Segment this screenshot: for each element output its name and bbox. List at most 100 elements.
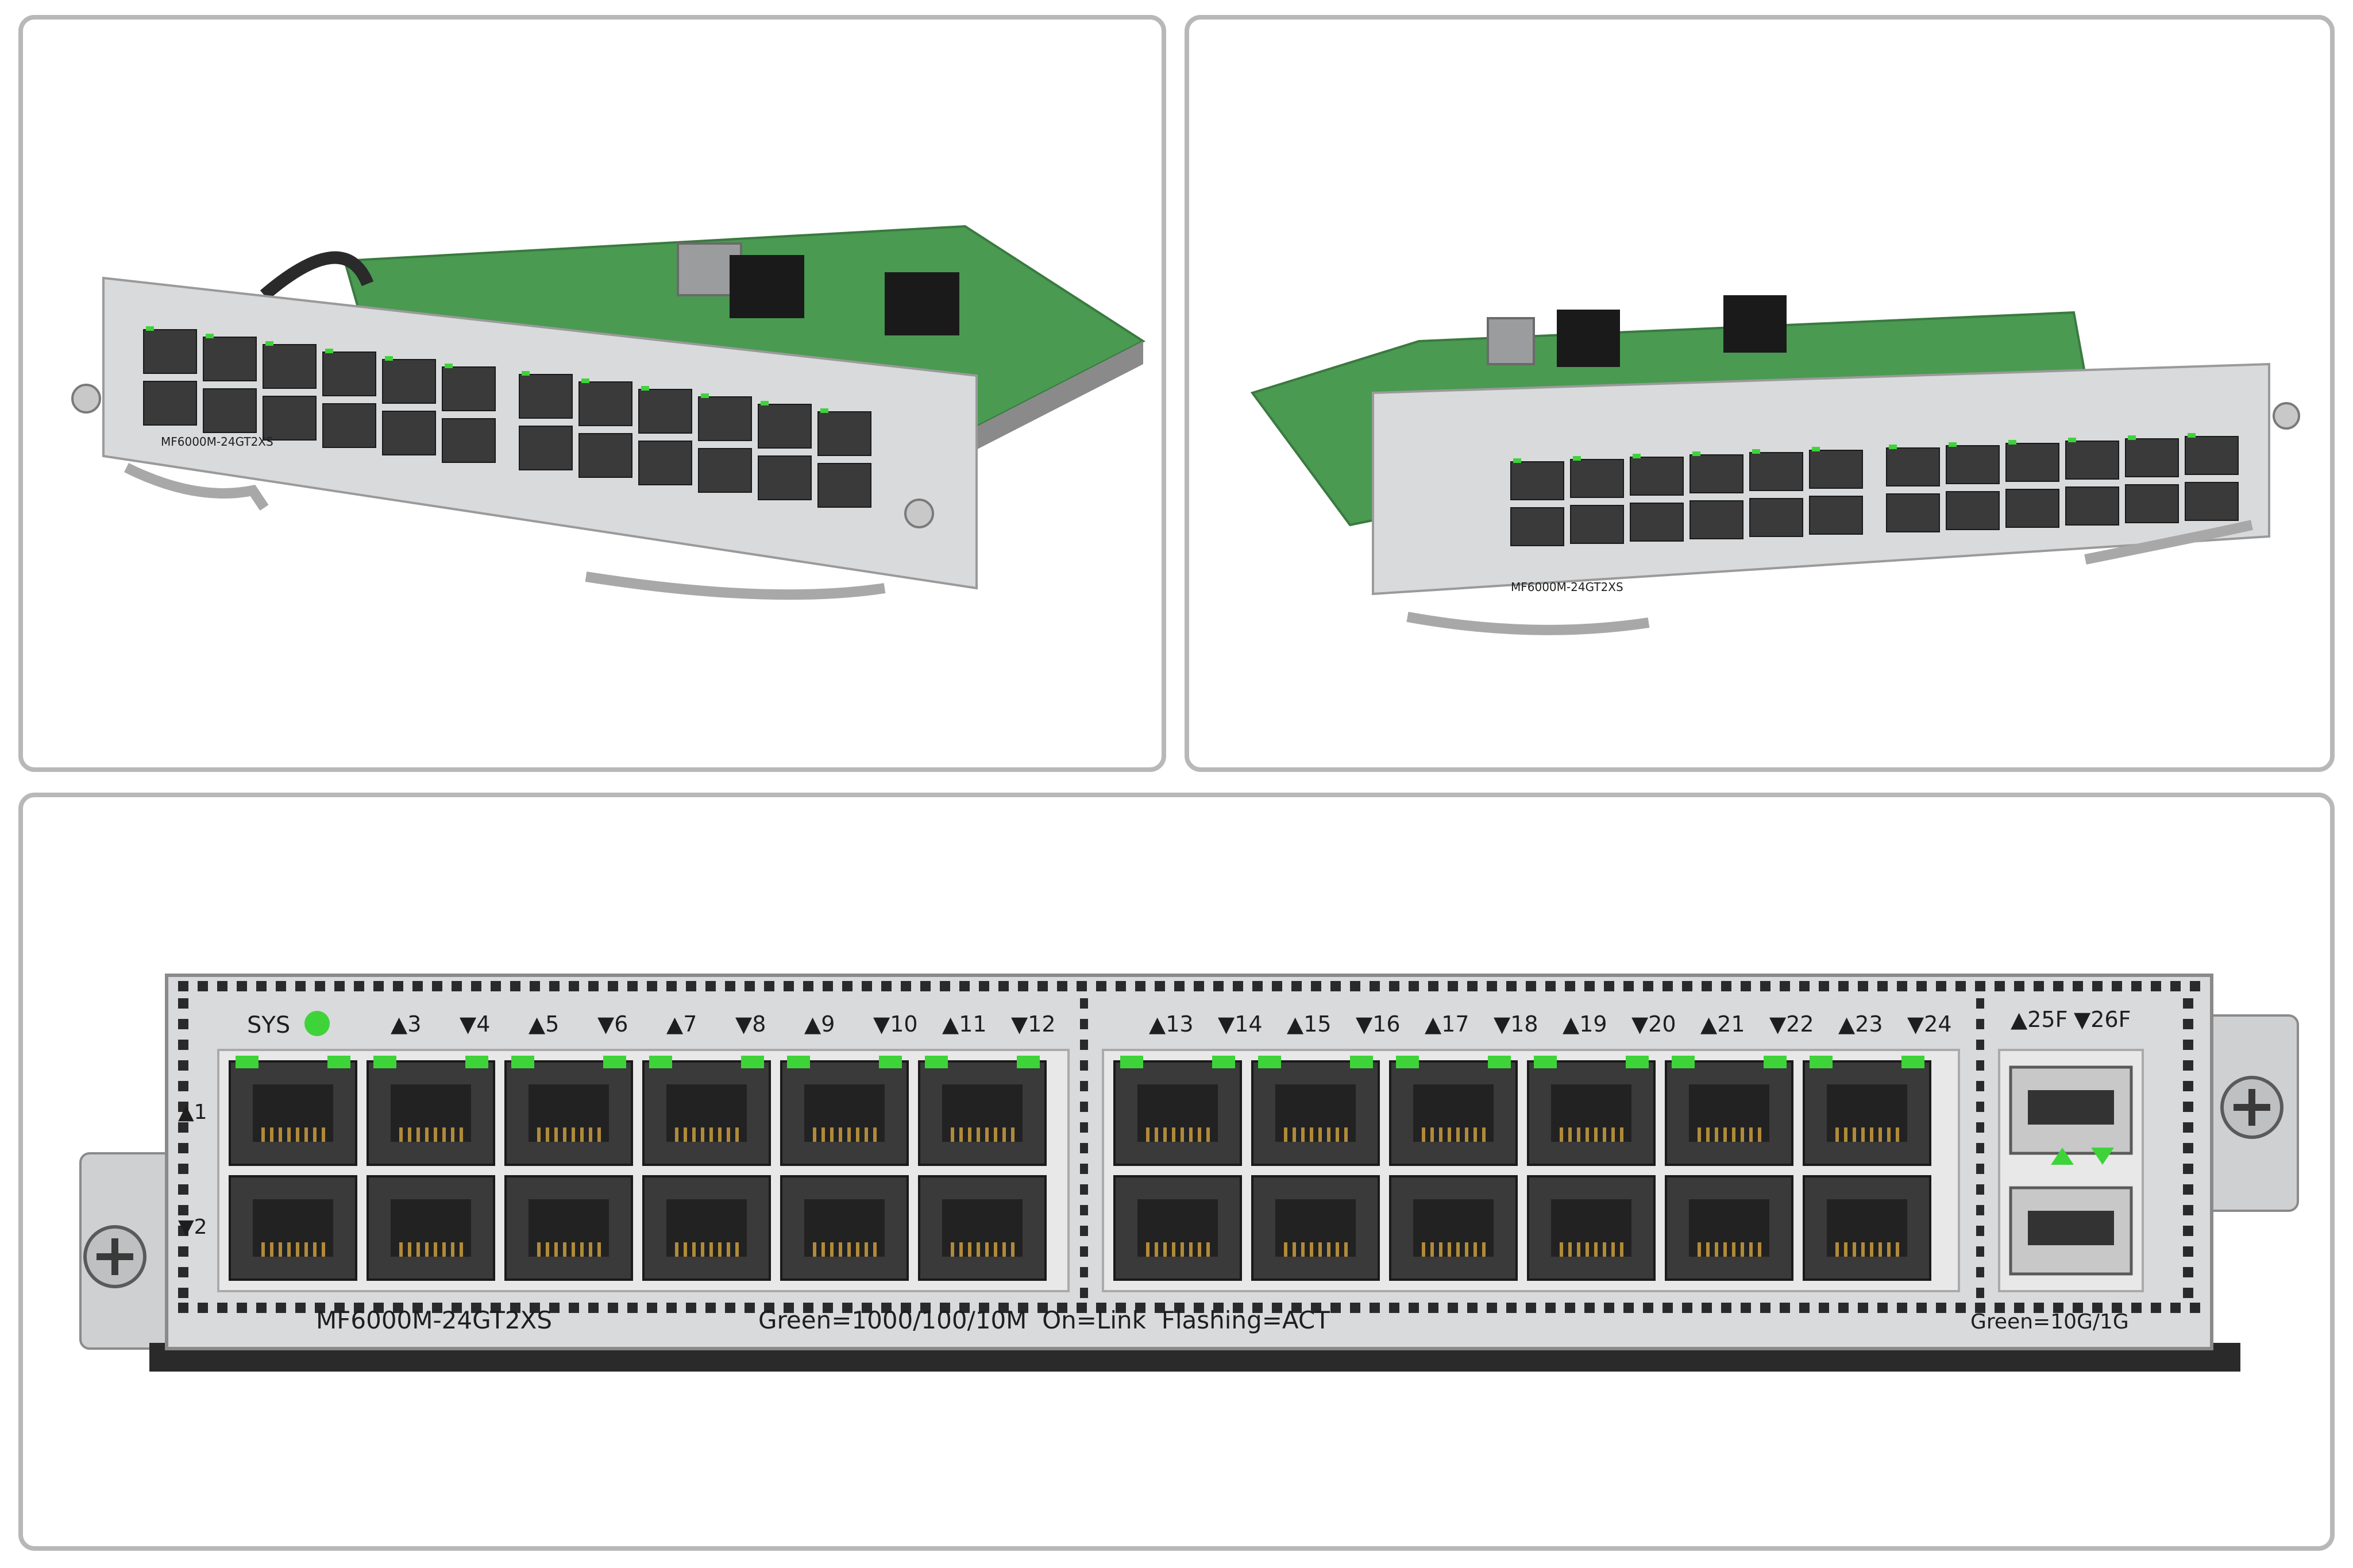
rj45-port[interactable] bbox=[780, 1056, 909, 1166]
rj45-port[interactable] bbox=[1809, 447, 1863, 489]
port-led bbox=[385, 356, 393, 361]
port-led bbox=[1692, 451, 1700, 456]
port-number-label: ▲17 bbox=[1425, 1011, 1469, 1037]
rj45-port[interactable] bbox=[642, 1056, 771, 1166]
rj45-port[interactable] bbox=[1665, 1056, 1793, 1166]
rj45-port[interactable] bbox=[2125, 484, 2179, 523]
port-number-label: ▲21 bbox=[1700, 1011, 1745, 1037]
rj45-port[interactable] bbox=[698, 393, 752, 441]
rj45-port[interactable] bbox=[1527, 1175, 1656, 1281]
rj45-port[interactable] bbox=[322, 349, 376, 396]
rj45-port[interactable] bbox=[817, 408, 871, 456]
rj45-port[interactable] bbox=[1570, 505, 1624, 544]
rj45-port[interactable] bbox=[1946, 442, 2000, 484]
rj45-port[interactable] bbox=[1886, 493, 1940, 532]
rj45-port[interactable] bbox=[203, 388, 257, 433]
rj45-port[interactable] bbox=[143, 326, 197, 374]
rj45-port[interactable] bbox=[519, 426, 573, 470]
sys-led bbox=[304, 1011, 330, 1036]
port-number-label: ▼8 bbox=[735, 1011, 766, 1037]
rj45-port[interactable] bbox=[1510, 507, 1564, 546]
sfp-ports bbox=[2009, 1065, 2133, 1276]
rj45-port[interactable] bbox=[504, 1175, 633, 1281]
rj45-port[interactable] bbox=[758, 455, 812, 500]
rj45-port[interactable] bbox=[143, 381, 197, 426]
rj45-port[interactable] bbox=[442, 364, 496, 411]
sfp-port[interactable] bbox=[2009, 1186, 2133, 1276]
rj45-port[interactable] bbox=[1749, 498, 1803, 537]
rj45-port[interactable] bbox=[1510, 458, 1564, 500]
rj45-port[interactable] bbox=[2005, 440, 2059, 482]
rj45-port[interactable] bbox=[1251, 1056, 1380, 1166]
rj45-port[interactable] bbox=[817, 463, 871, 508]
rj45-port[interactable] bbox=[1113, 1056, 1242, 1166]
rj45-port[interactable] bbox=[1630, 503, 1684, 542]
rj45-port[interactable] bbox=[382, 356, 436, 404]
rj45-port[interactable] bbox=[1886, 445, 1940, 486]
rj45-port[interactable] bbox=[2065, 486, 2119, 526]
rj45-port[interactable] bbox=[504, 1056, 633, 1166]
rj45-port[interactable] bbox=[367, 1056, 495, 1166]
port-number-label: ▲23 bbox=[1838, 1011, 1883, 1037]
port-led bbox=[1396, 1056, 1419, 1068]
rj45-port[interactable] bbox=[638, 386, 692, 434]
rj45-port[interactable] bbox=[1946, 491, 2000, 530]
power-connector bbox=[1487, 317, 1535, 365]
rj45-port[interactable] bbox=[322, 403, 376, 448]
rj45-port[interactable] bbox=[263, 396, 317, 441]
rj45-port[interactable] bbox=[578, 433, 632, 478]
port-led bbox=[1212, 1056, 1235, 1068]
rj45-port[interactable] bbox=[2005, 489, 2059, 528]
rj45-port[interactable] bbox=[367, 1175, 495, 1281]
rj45-port[interactable] bbox=[2065, 438, 2119, 480]
sfp-port[interactable] bbox=[2009, 1065, 2133, 1155]
rj45-port[interactable] bbox=[1389, 1056, 1518, 1166]
rj45-port[interactable] bbox=[203, 334, 257, 381]
rj45-port[interactable] bbox=[1251, 1175, 1380, 1281]
rj45-port[interactable] bbox=[578, 379, 632, 426]
rj45-port[interactable] bbox=[1570, 456, 1624, 498]
rj45-port[interactable] bbox=[1809, 496, 1863, 535]
rj45-port[interactable] bbox=[758, 401, 812, 449]
thumb-screw-left bbox=[83, 1225, 146, 1288]
rj45-port[interactable] bbox=[780, 1175, 909, 1281]
rj45-port[interactable] bbox=[698, 448, 752, 493]
thumb-screw-right bbox=[904, 499, 934, 528]
rj45-port[interactable] bbox=[229, 1056, 357, 1166]
rj45-port[interactable] bbox=[442, 418, 496, 463]
port-led bbox=[2128, 435, 2136, 440]
rj45-port[interactable] bbox=[638, 441, 692, 485]
rj45-port[interactable] bbox=[1689, 451, 1743, 493]
port-led bbox=[265, 341, 273, 346]
rj45-port[interactable] bbox=[1749, 449, 1803, 491]
rj45-port[interactable] bbox=[918, 1056, 1047, 1166]
rj45-port[interactable] bbox=[382, 411, 436, 455]
port-number-label: ▼6 bbox=[597, 1011, 628, 1037]
rj45-port[interactable] bbox=[263, 341, 317, 389]
port-number-label: ▼10 bbox=[873, 1011, 918, 1037]
rj45-port[interactable] bbox=[229, 1175, 357, 1281]
rj45-port[interactable] bbox=[1113, 1175, 1242, 1281]
sys-label: SYS bbox=[247, 1012, 290, 1038]
port-led bbox=[2188, 433, 2196, 438]
rj45-port[interactable] bbox=[2185, 482, 2239, 521]
rj45-port[interactable] bbox=[2125, 435, 2179, 477]
rj45-port[interactable] bbox=[1527, 1056, 1656, 1166]
rj45-port[interactable] bbox=[918, 1175, 1047, 1281]
rj45-port[interactable] bbox=[1630, 454, 1684, 496]
port-led bbox=[649, 1056, 672, 1068]
rj45-port[interactable] bbox=[1689, 500, 1743, 539]
port-led bbox=[325, 349, 333, 353]
rj45-port[interactable] bbox=[1803, 1056, 1931, 1166]
port-led bbox=[1573, 456, 1581, 461]
rj45-port[interactable] bbox=[1803, 1175, 1931, 1281]
rj45-port[interactable] bbox=[642, 1175, 771, 1281]
rj45-port[interactable] bbox=[519, 371, 573, 419]
port-number-label: ▼20 bbox=[1631, 1011, 1676, 1037]
port-led bbox=[1626, 1056, 1649, 1068]
product-view-angle-left: MF6000M-24GT2XS bbox=[18, 15, 1166, 772]
rj45-port[interactable] bbox=[1389, 1175, 1518, 1281]
port-led bbox=[1633, 454, 1641, 458]
rj45-port[interactable] bbox=[1665, 1175, 1793, 1281]
rj45-port[interactable] bbox=[2185, 433, 2239, 475]
